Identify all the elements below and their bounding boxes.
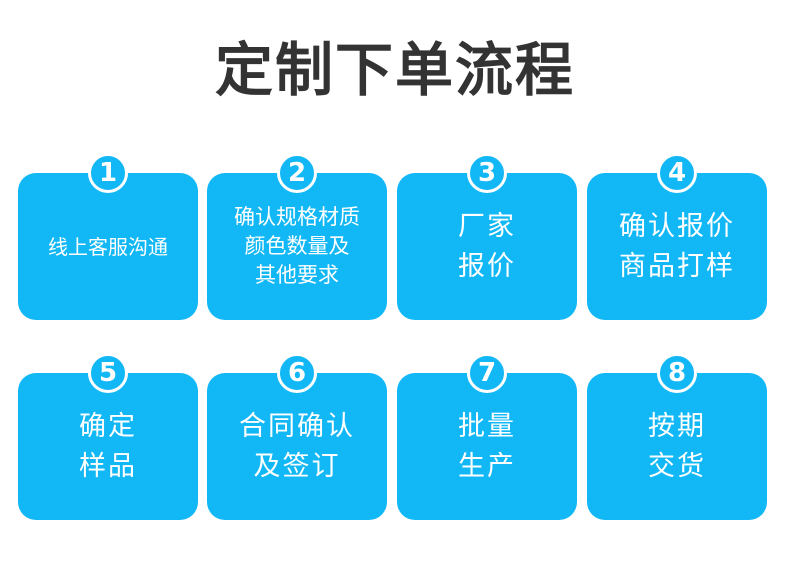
step-3-label: 厂家 报价 — [403, 173, 571, 320]
step-2-line-2: 颜色数量及 — [244, 234, 350, 258]
step-7-label: 批量 生产 — [403, 373, 571, 520]
step-5-number: 5 — [88, 353, 128, 393]
step-8-card: 8 按期 交货 — [587, 353, 767, 520]
step-2-line-3: 其他要求 — [255, 263, 339, 287]
step-7-line-1: 批量 — [458, 410, 516, 442]
page-title: 定制下单流程 — [214, 36, 575, 104]
step-5-line-1: 确定 — [79, 410, 137, 442]
step-2-label: 确认规格材质 颜色数量及 其他要求 — [213, 173, 381, 320]
step-2-card: 2 确认规格材质 颜色数量及 其他要求 — [207, 153, 387, 320]
step-6-card: 6 合同确认 及签订 — [207, 353, 387, 520]
step-5-label: 确定 样品 — [24, 373, 192, 520]
step-8-line-1: 按期 — [648, 410, 706, 442]
step-1-number: 1 — [88, 153, 128, 193]
step-3-line-2: 报价 — [458, 250, 516, 282]
step-6-number: 6 — [277, 353, 317, 393]
step-4-number: 4 — [657, 153, 697, 193]
step-5-line-2: 样品 — [79, 450, 137, 482]
step-4-line-1: 确认报价 — [619, 210, 735, 242]
step-7-card: 7 批量 生产 — [397, 353, 577, 520]
step-3-number: 3 — [467, 153, 507, 193]
step-8-line-2: 交货 — [648, 450, 706, 482]
step-5-card: 5 确定 样品 — [18, 353, 198, 520]
step-1-line-1: 线上客服沟通 — [48, 234, 168, 259]
step-1-label: 线上客服沟通 — [24, 173, 192, 320]
step-4-label: 确认报价 商品打样 — [593, 173, 761, 320]
step-1-card: 1 线上客服沟通 — [18, 153, 198, 320]
step-3-card: 3 厂家 报价 — [397, 153, 577, 320]
step-7-line-2: 生产 — [458, 450, 516, 482]
step-8-number: 8 — [657, 353, 697, 393]
step-7-number: 7 — [467, 353, 507, 393]
step-8-label: 按期 交货 — [593, 373, 761, 520]
step-2-number: 2 — [277, 153, 317, 193]
step-4-line-2: 商品打样 — [619, 250, 735, 282]
step-6-label: 合同确认 及签订 — [213, 373, 381, 520]
step-4-card: 4 确认报价 商品打样 — [587, 153, 767, 320]
step-6-line-1: 合同确认 — [239, 410, 355, 442]
step-2-line-1: 确认规格材质 — [234, 205, 360, 229]
step-3-line-1: 厂家 — [458, 210, 516, 242]
step-6-line-2: 及签订 — [253, 450, 341, 482]
